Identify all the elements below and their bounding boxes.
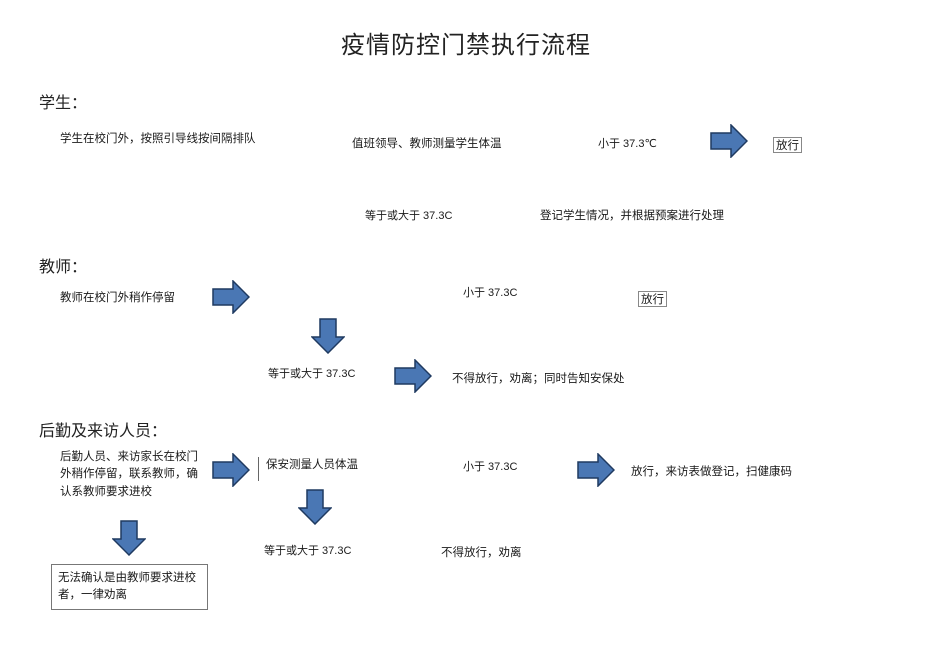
visitor-step-wait: 后勤人员、来访家长在校门外稍作停留，联系教师，确认系教师要求进校: [60, 449, 198, 498]
arrow-right-icon: [710, 124, 748, 158]
teacher-temp-below: 小于 37.3C: [463, 287, 518, 299]
teacher-step-wait: 教师在校门外稍作停留: [60, 290, 175, 304]
student-temp-high: 等于或大于 37.3C: [365, 210, 453, 222]
arrow-right-icon: [212, 280, 250, 314]
arrow-right-icon: [394, 359, 432, 393]
teacher-deny-text: 不得放行，劝离；同时告知安保处: [452, 371, 625, 385]
page-title: 疫情防控门禁执行流程: [341, 31, 591, 59]
student-step-measure: 值班领导、教师测量学生体温: [352, 136, 502, 150]
visitor-unconfirmed-text: 无法确认是由教师要求进校者，一律劝离: [58, 570, 196, 602]
visitor-unconfirmed-box: 无法确认是由教师要求进校者，一律劝离: [51, 564, 208, 610]
section-heading-teachers: 教师：: [39, 257, 88, 276]
arrow-right-icon: [212, 453, 250, 487]
section-heading-students: 学生：: [39, 93, 88, 112]
visitor-release-text: 放行，来访表做登记，扫健康码: [631, 464, 792, 478]
student-handle-text: 登记学生情况，并根据预案进行处理: [540, 208, 724, 222]
student-release-label: 放行: [773, 137, 802, 154]
student-temp-below: 小于 37.3℃: [598, 138, 657, 150]
arrow-down-icon: [298, 489, 332, 525]
arrow-down-icon: [112, 520, 146, 556]
teacher-release-label: 放行: [638, 291, 667, 308]
teacher-temp-high: 等于或大于 37.3C: [268, 368, 356, 380]
visitor-temp-below: 小于 37.3C: [463, 461, 518, 473]
visitor-temp-high: 等于或大于 37.3C: [264, 545, 352, 557]
arrow-right-icon: [577, 453, 615, 487]
section-heading-visitors: 后勤及来访人员：: [39, 421, 168, 440]
visitor-deny-text: 不得放行，劝离: [441, 545, 522, 559]
arrow-down-icon: [311, 318, 345, 354]
student-step-queue: 学生在校门外，按照引导线按间隔排队: [60, 131, 256, 145]
visitor-measure-text: 保安测量人员体温: [258, 457, 358, 481]
